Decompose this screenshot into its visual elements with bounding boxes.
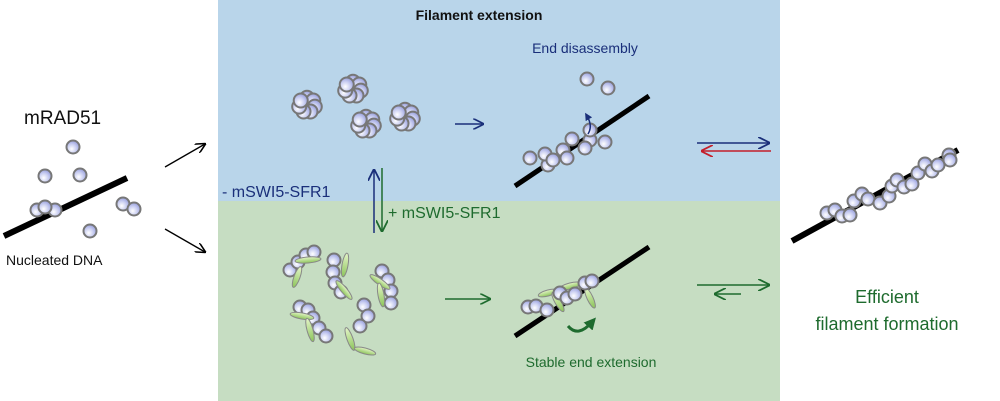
plus-mswi5-sfr1-label: + mSWI5-SFR1 [388,205,501,222]
rad51-bead [539,302,555,318]
rad51-bead [37,168,53,184]
result-label-line2: filament formation [815,314,958,334]
rad51-bead [360,308,376,324]
rad51-bead [318,328,334,344]
arrow-to-bottom-panel [164,228,205,252]
rad51-bead [584,273,600,289]
rad51-bead [942,152,958,168]
minus-mswi5-sfr1-label: - mSWI5-SFR1 [222,184,331,201]
rad51-bead [126,201,142,217]
rad51-bead [564,131,580,147]
rad51-bead [65,139,81,155]
final-filament [819,147,958,224]
swi5-sfr1-cofactor [305,317,315,343]
swi5-sfr1-cofactor [289,311,315,321]
end-disassembly-label: End disassembly [532,40,638,56]
free-rad51-beads [29,139,142,239]
top-dna-strand [513,93,651,189]
rad51-bead [559,150,575,166]
rad51-bead [72,167,88,183]
rad51-bead [579,71,595,87]
disassembly-curved-arrow [585,112,593,135]
rad51-bead [326,252,342,268]
rad51-bead [577,140,593,156]
dna-strand [2,175,129,239]
rad51-ring-oligomers [291,73,421,139]
result-label-line1: Efficient [855,287,919,307]
stable-end-extension-label: Stable end extension [526,354,657,370]
swi5-sfr1-cofactor [353,346,377,356]
rad51-bead [567,286,583,302]
rad51-bead [390,104,407,121]
stable-extension-curved-arrow [566,317,596,333]
nucleated-dna-label: Nucleated DNA [6,252,103,268]
rad51-bead [545,152,561,168]
rad51-bead [351,111,368,128]
rad51-bead [383,295,399,311]
nucleated-dna-group [2,139,142,239]
panel-title: Filament extension [416,7,543,23]
swi5-sfr1-cofactor [376,282,386,308]
swi5-sfr1-cofactor [344,327,356,351]
rad51-bead [597,134,613,150]
bottom-stabilized-filament [520,273,600,318]
rad51-bead [842,207,858,223]
rad51-bead [82,223,98,239]
rad51-bead [522,150,538,166]
rad51-bead [37,199,53,215]
swi5-sfr1-cofactor [294,256,322,264]
swi5-sfr1-cofactor [335,280,353,300]
mrad51-label: mRAD51 [24,108,101,129]
rad51-swi5-complexes [282,244,399,356]
rad51-bead [600,80,616,96]
rad51-bead [292,92,309,109]
rad51-bead [338,76,355,93]
bottom-panel-background [218,201,780,401]
swi5-sfr1-cofactor [340,252,350,278]
arrow-to-top-panel [164,144,205,168]
swi5-sfr1-cofactor [291,266,303,288]
rad51-bead [352,318,368,334]
